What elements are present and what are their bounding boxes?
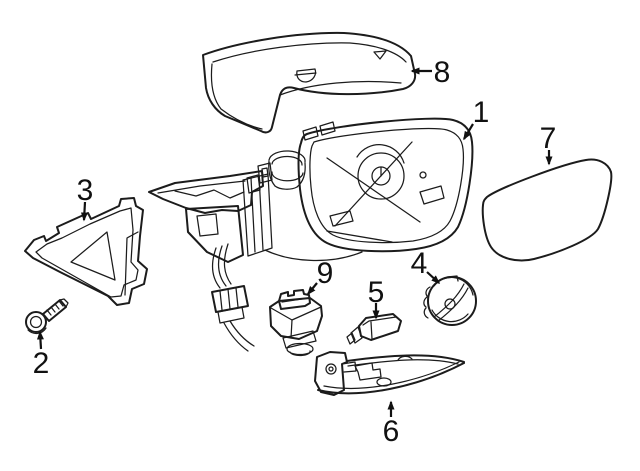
callout-number-2: 2 [33,347,50,380]
callout-number-5: 5 [368,276,385,309]
part-mirror-cover-cap [202,31,417,134]
callout-arrow-3 [80,201,88,222]
callout-number-4: 4 [411,247,428,280]
part-corner-sail-gasket [24,197,148,306]
part-puddle-lamp [346,313,402,345]
callout-arrow-9 [307,282,318,296]
callout-mirror-cover-cap: 8 [410,56,451,89]
callout-round-lamp-cap: 4 [411,247,441,285]
callout-corner-sail-gasket: 3 [77,174,94,222]
part-mirror-glass [481,158,613,262]
callout-mounting-bolt: 2 [33,330,50,380]
part-turn-signal-lamp [314,351,465,396]
callout-mirror-housing-assembly: 1 [463,96,490,141]
callout-puddle-lamp: 5 [368,276,385,320]
callout-number-3: 3 [77,174,94,207]
callout-arrow-1 [463,123,474,141]
callout-number-1: 1 [473,96,490,129]
part-round-lamp-cap [423,275,477,326]
callout-number-8: 8 [434,56,451,89]
part-mounting-bolt [25,298,69,335]
callout-arrow-2 [36,330,44,350]
callout-layer: 1 2 3 45 6 7 8 9 [33,56,557,448]
part-mirror-housing-assembly [148,117,474,352]
callout-arrow-4 [426,271,441,285]
part-mirror-camera-unit [269,289,323,357]
callout-mirror-glass: 7 [540,122,557,166]
callout-turn-signal-lamp: 6 [383,400,400,448]
callout-number-9: 9 [317,257,334,290]
callout-number-6: 6 [383,415,400,448]
callout-mirror-camera-unit: 9 [307,257,334,296]
callout-number-7: 7 [540,122,557,155]
